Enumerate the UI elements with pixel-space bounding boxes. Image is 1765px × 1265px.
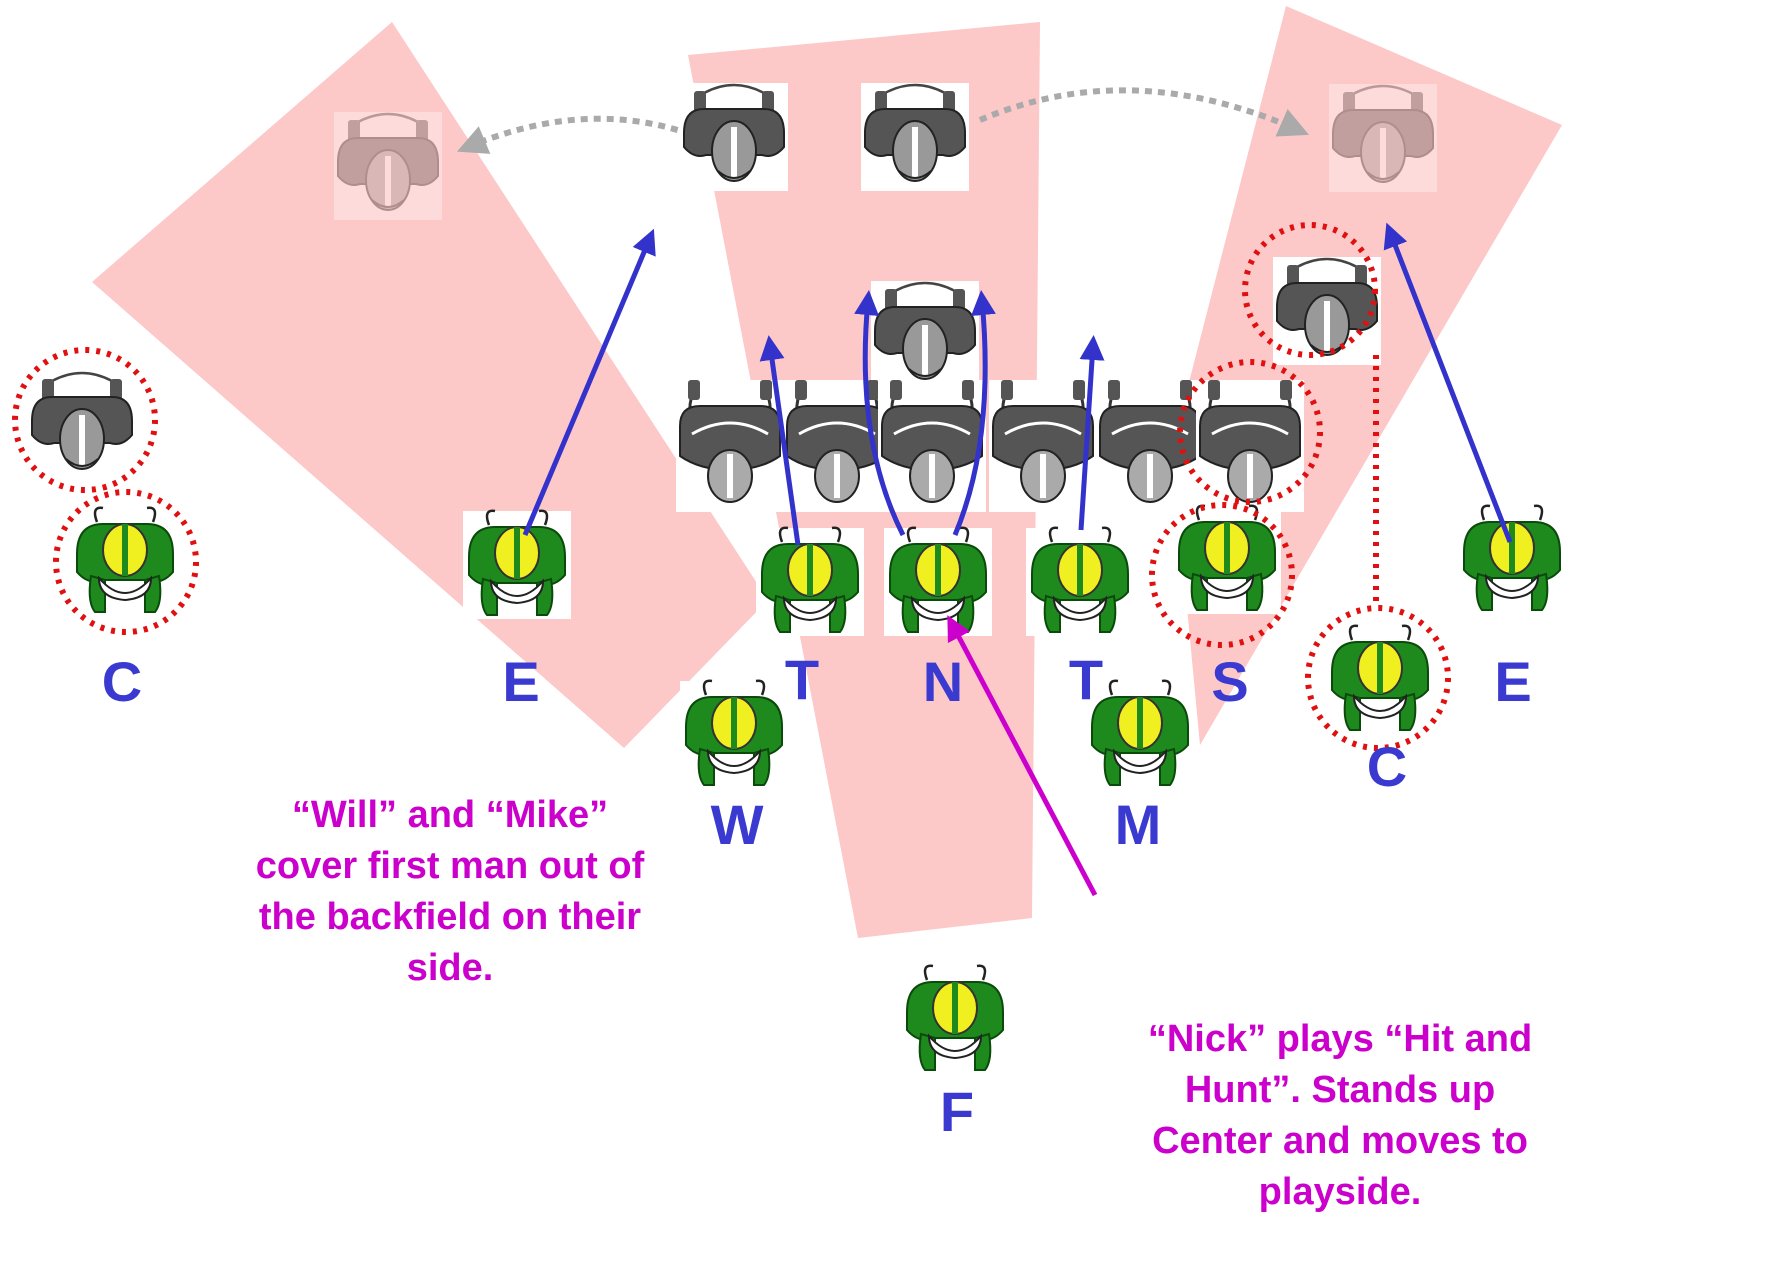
route-t-right [1078,335,1105,531]
position-label-w: W [710,793,764,856]
position-label-f: F [939,1080,975,1143]
offense-player-qb [869,279,981,391]
offense-player-line-1 [674,378,786,514]
highlight-circle [1242,222,1378,358]
defender-e-right [1456,504,1568,616]
offense-player-top-right [859,81,971,193]
defender-c-left [69,506,181,618]
highlight-circle [53,489,199,635]
route-n-left [854,290,906,537]
defender-t-left [754,526,866,638]
note-nick: “Nick” plays “Hit and Hunt”. Stands up C… [1147,1018,1533,1213]
position-label-e-right: E [1494,650,1532,713]
defender-e-left [461,509,573,621]
shift-arrow-left [456,115,691,154]
position-label-n: N [922,650,964,713]
highlight-circle [1305,605,1451,751]
route-e-right [1383,222,1513,543]
position-label-s: S [1211,650,1249,713]
shift-arrow-right [978,87,1309,137]
defender-t-right [1024,526,1136,638]
position-label-c-right: C [1366,735,1408,798]
highlight-circle [1177,359,1323,505]
offense-player-top-left [678,81,790,193]
nick-note-arrow [947,615,1098,897]
offense-player-tight-end [1194,378,1306,514]
coverage-zone-left [92,22,768,748]
route-n-right [952,290,996,536]
highlight-circle [1149,502,1295,648]
position-label-m: M [1114,793,1162,856]
defender-f [899,964,1011,1076]
offense-player-faded-right [1327,82,1439,194]
position-label-t-right: T [1068,648,1104,711]
highlight-circle [12,347,158,493]
offense-player-faded-left [332,110,444,222]
defender-n [882,526,994,638]
note-will-mike: “Will” and “Mike” cover first man out of… [255,794,645,989]
offense-player-line-3 [987,378,1099,514]
offense-player-wide-left [26,369,138,481]
position-label-t-left: T [784,648,820,711]
position-label-c-left: C [101,650,143,713]
offense-player-line-4 [1094,378,1206,514]
route-e-left [522,228,656,536]
defender-c-right [1324,624,1436,736]
route-t-left [759,335,801,546]
position-label-e-left: E [502,650,540,713]
